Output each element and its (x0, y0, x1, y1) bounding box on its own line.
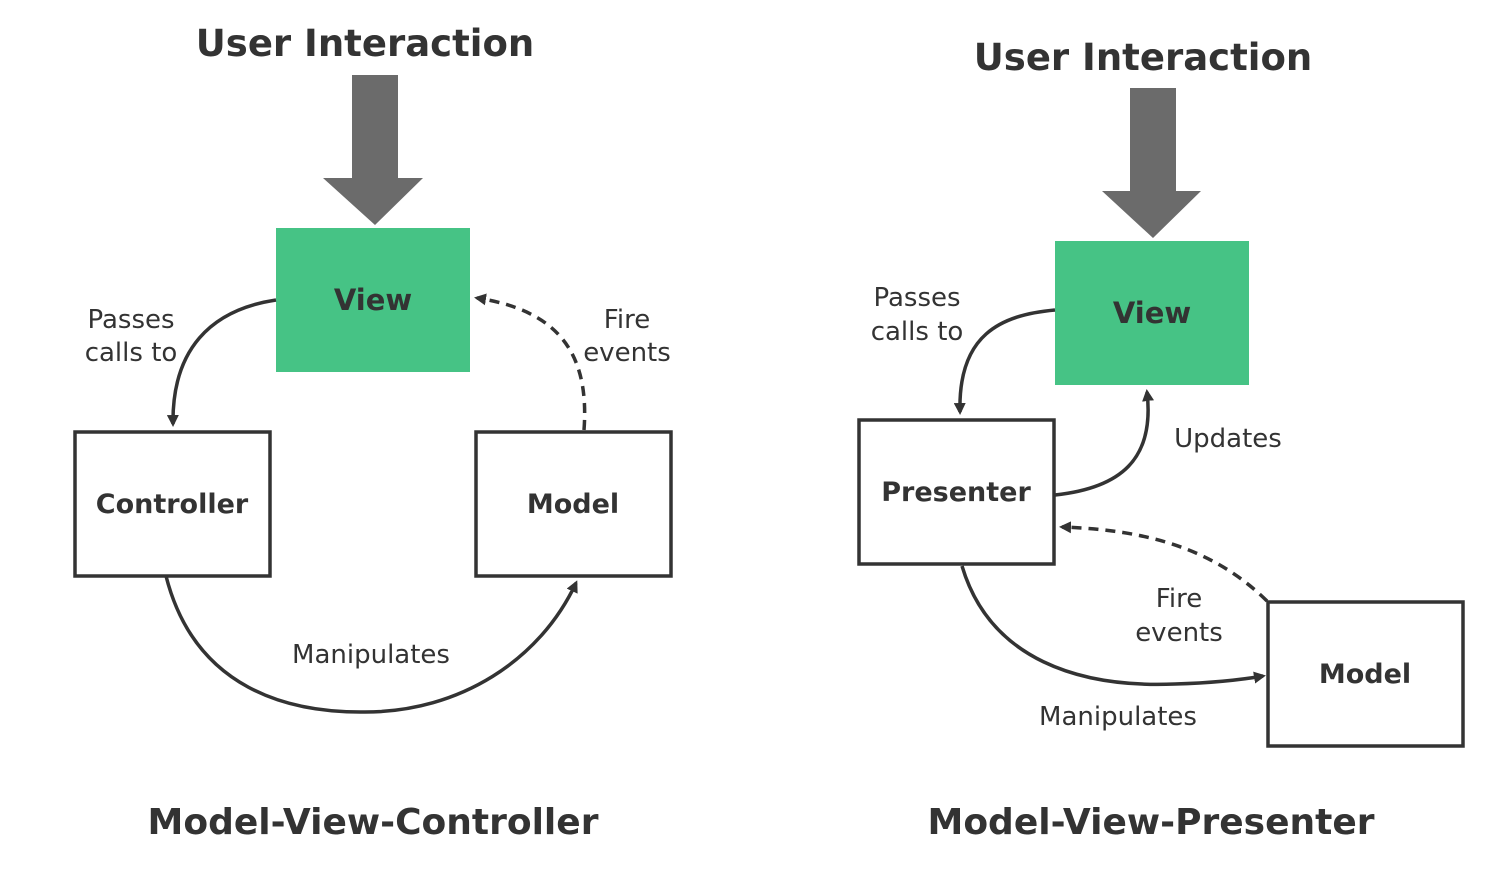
mvp-fire-label-line2: events (1135, 618, 1223, 648)
mvp-passes-label-line2: calls to (871, 317, 964, 347)
mvc-fire-label-line2: events (583, 338, 671, 368)
mvc-controller-label: Controller (96, 489, 249, 520)
mvc-manipulates-arrow (164, 575, 578, 714)
mvp-user-interaction-arrow (1102, 88, 1201, 238)
mvc-user-interaction-heading: User Interaction (196, 22, 534, 65)
mvc-fire-events-arrow (474, 293, 587, 431)
mvp-manipulates-arrow (960, 565, 1266, 687)
mvc-passes-label-line2: calls to (85, 338, 178, 368)
mvp-presenter-box (857, 418, 1056, 566)
mvp-updates-arrow (1054, 389, 1155, 497)
mvc-view-box (276, 228, 470, 372)
mvc-manipulates-label: Manipulates (292, 640, 450, 670)
mvc-title: Model-View-Controller (148, 802, 599, 843)
mvp-view-label: View (1113, 296, 1191, 330)
mvp-updates-label: Updates (1174, 424, 1282, 454)
mvp-presenter-label: Presenter (881, 477, 1031, 508)
mvp-passes-calls-arrow (953, 308, 1056, 415)
mvp-fire-events-arrow (1059, 521, 1269, 603)
mvc-user-interaction-arrow (323, 75, 423, 225)
mvc-passes-label-line1: Passes (87, 305, 174, 335)
mvp-model-box (1266, 600, 1465, 748)
mvc-controller-box (73, 430, 272, 578)
mvp-title: Model-View-Presenter (928, 802, 1375, 843)
mvp-fire-label-line1: Fire (1156, 584, 1202, 614)
mvp-diagram: User Interaction View Presenter Model Pa… (857, 36, 1465, 843)
mvc-diagram: User Interaction View Controller Model P… (73, 22, 673, 843)
mvp-user-interaction-heading: User Interaction (974, 36, 1312, 79)
mvc-passes-calls-arrow (166, 298, 277, 427)
mvc-model-label: Model (527, 489, 619, 520)
mvc-model-box (474, 430, 673, 578)
mvp-manipulates-label: Manipulates (1039, 702, 1197, 732)
mvc-view-label: View (334, 283, 412, 317)
mvp-passes-label-line1: Passes (873, 283, 960, 313)
mvp-model-label: Model (1319, 659, 1411, 690)
mvp-view-box (1055, 241, 1249, 385)
mvc-fire-label-line1: Fire (604, 305, 650, 335)
